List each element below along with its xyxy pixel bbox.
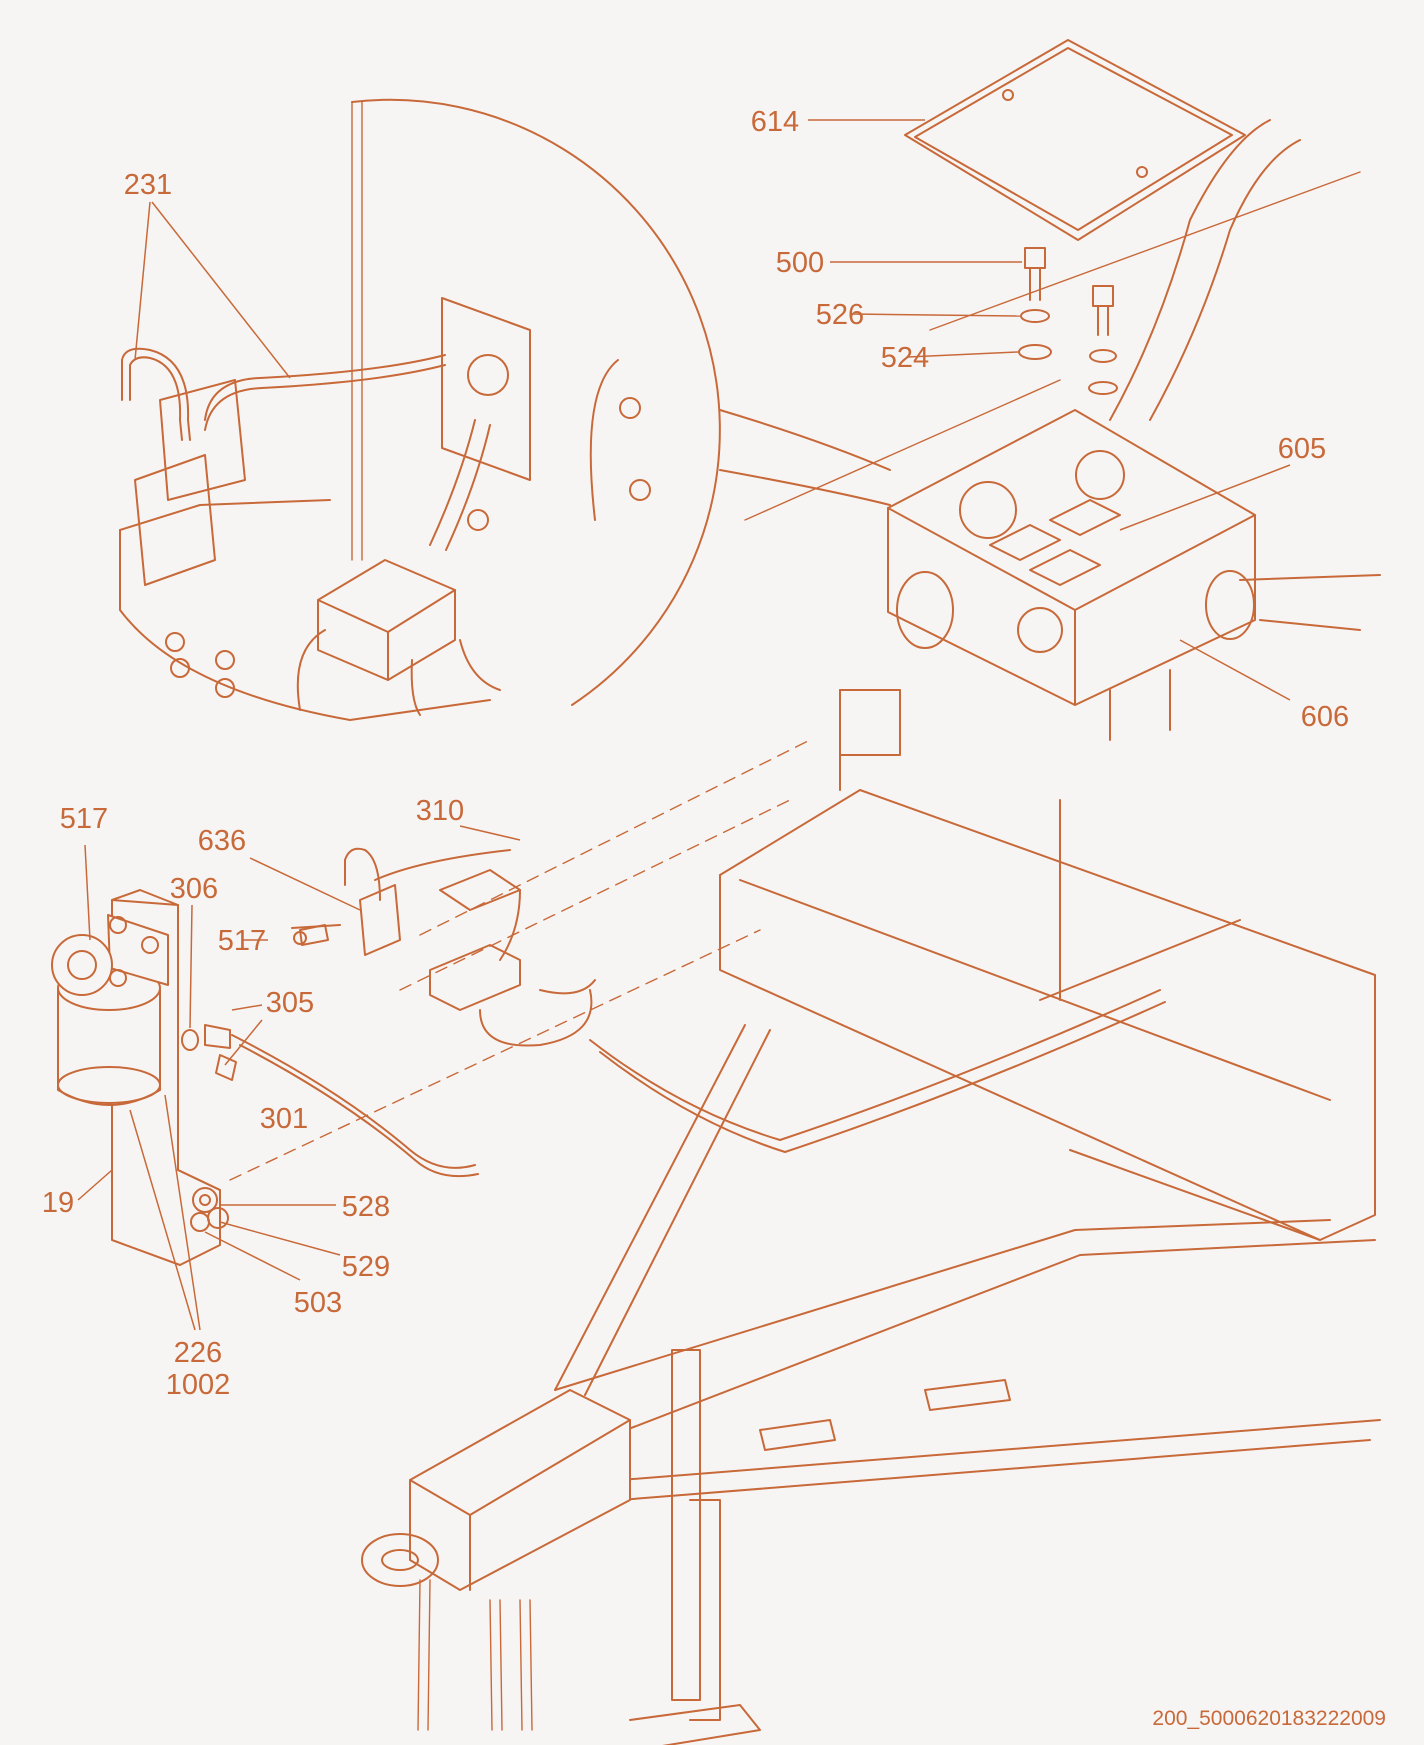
callout-301: 301: [260, 1103, 308, 1135]
callout-19: 19: [42, 1187, 74, 1219]
callout-529: 529: [342, 1251, 390, 1283]
trailer-frame: [229, 689, 1381, 1745]
callout-1002: 1002: [166, 1369, 231, 1401]
callout-524: 524: [881, 342, 929, 374]
callout-306: 306: [170, 873, 218, 905]
detail-circle-junction: [119, 98, 721, 721]
callout-636: 636: [198, 825, 246, 857]
callout-500: 500: [776, 247, 824, 279]
junction-box-exploded: [719, 39, 1381, 741]
wiring-assembly: [181, 847, 596, 1178]
callout-606: 606: [1301, 701, 1349, 733]
callout-226: 226: [174, 1337, 222, 1369]
filter-bracket-assembly: [51, 889, 341, 1266]
callout-310: 310: [416, 795, 464, 827]
callout-517: 517: [60, 803, 108, 835]
callout-517-bolt: 517: [218, 925, 266, 957]
leader-lines: [77, 119, 1291, 1331]
callout-503: 503: [294, 1287, 342, 1319]
callout-231: 231: [124, 169, 172, 201]
callout-614: 614: [751, 106, 799, 138]
callout-labels: 231 614 500 526 524 605 606 517 310 636 …: [42, 106, 1349, 1401]
callout-526: 526: [816, 299, 864, 331]
drawing-reference-number: 200_5000620183222009: [1152, 1707, 1386, 1730]
callout-305: 305: [266, 987, 314, 1019]
callout-528: 528: [342, 1191, 390, 1223]
callout-605: 605: [1278, 433, 1326, 465]
